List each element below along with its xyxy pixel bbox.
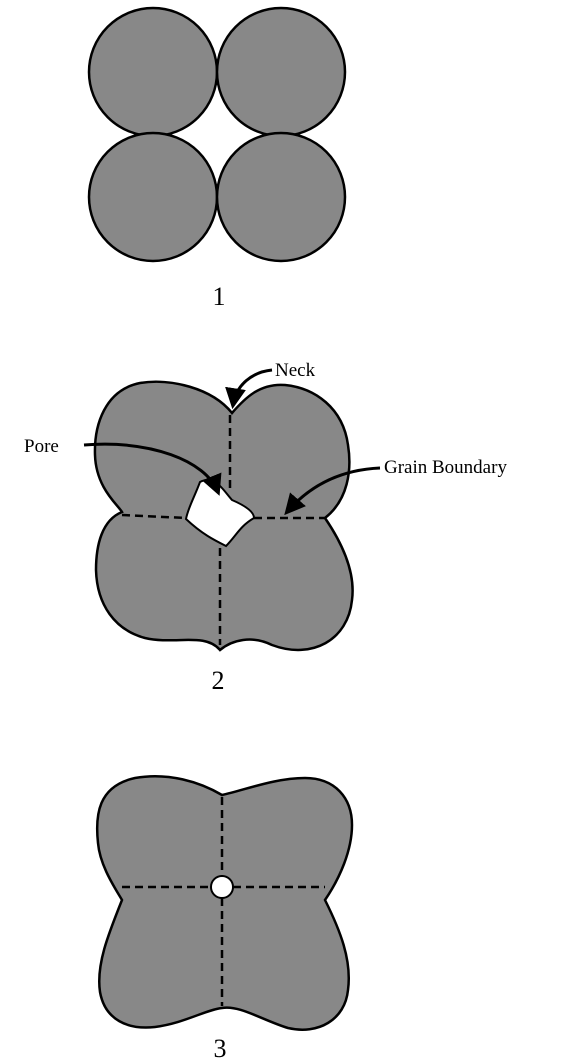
stage-1-particle-top-right — [215, 6, 347, 138]
stage-1-label: 1 — [213, 282, 226, 311]
stage-1-particle-bottom-left — [87, 131, 219, 263]
stage-1-particle-top-left — [87, 6, 219, 138]
stage-1-group: 1 — [87, 6, 347, 311]
stage-3-pore — [210, 875, 234, 899]
neck-arrow — [225, 368, 273, 410]
stage-3-label: 3 — [214, 1034, 227, 1061]
neck-label: Neck — [275, 360, 316, 381]
stage-2-grain-boundary-horizontal-left — [121, 513, 187, 520]
stage-3-particle-body — [95, 774, 354, 1031]
grain-boundary-arrow — [284, 466, 381, 516]
stage-2-group: Neck Pore Grain Boundary 2 — [24, 360, 507, 695]
stage-3-group: 3 — [95, 774, 354, 1061]
stage-2-label: 2 — [212, 666, 225, 695]
stage-1-particle-bottom-right — [215, 131, 347, 263]
pore-arrow — [83, 442, 222, 496]
grain-boundary-label: Grain Boundary — [384, 457, 507, 478]
stage-2-pore — [184, 479, 256, 548]
pore-label: Pore — [24, 436, 59, 457]
